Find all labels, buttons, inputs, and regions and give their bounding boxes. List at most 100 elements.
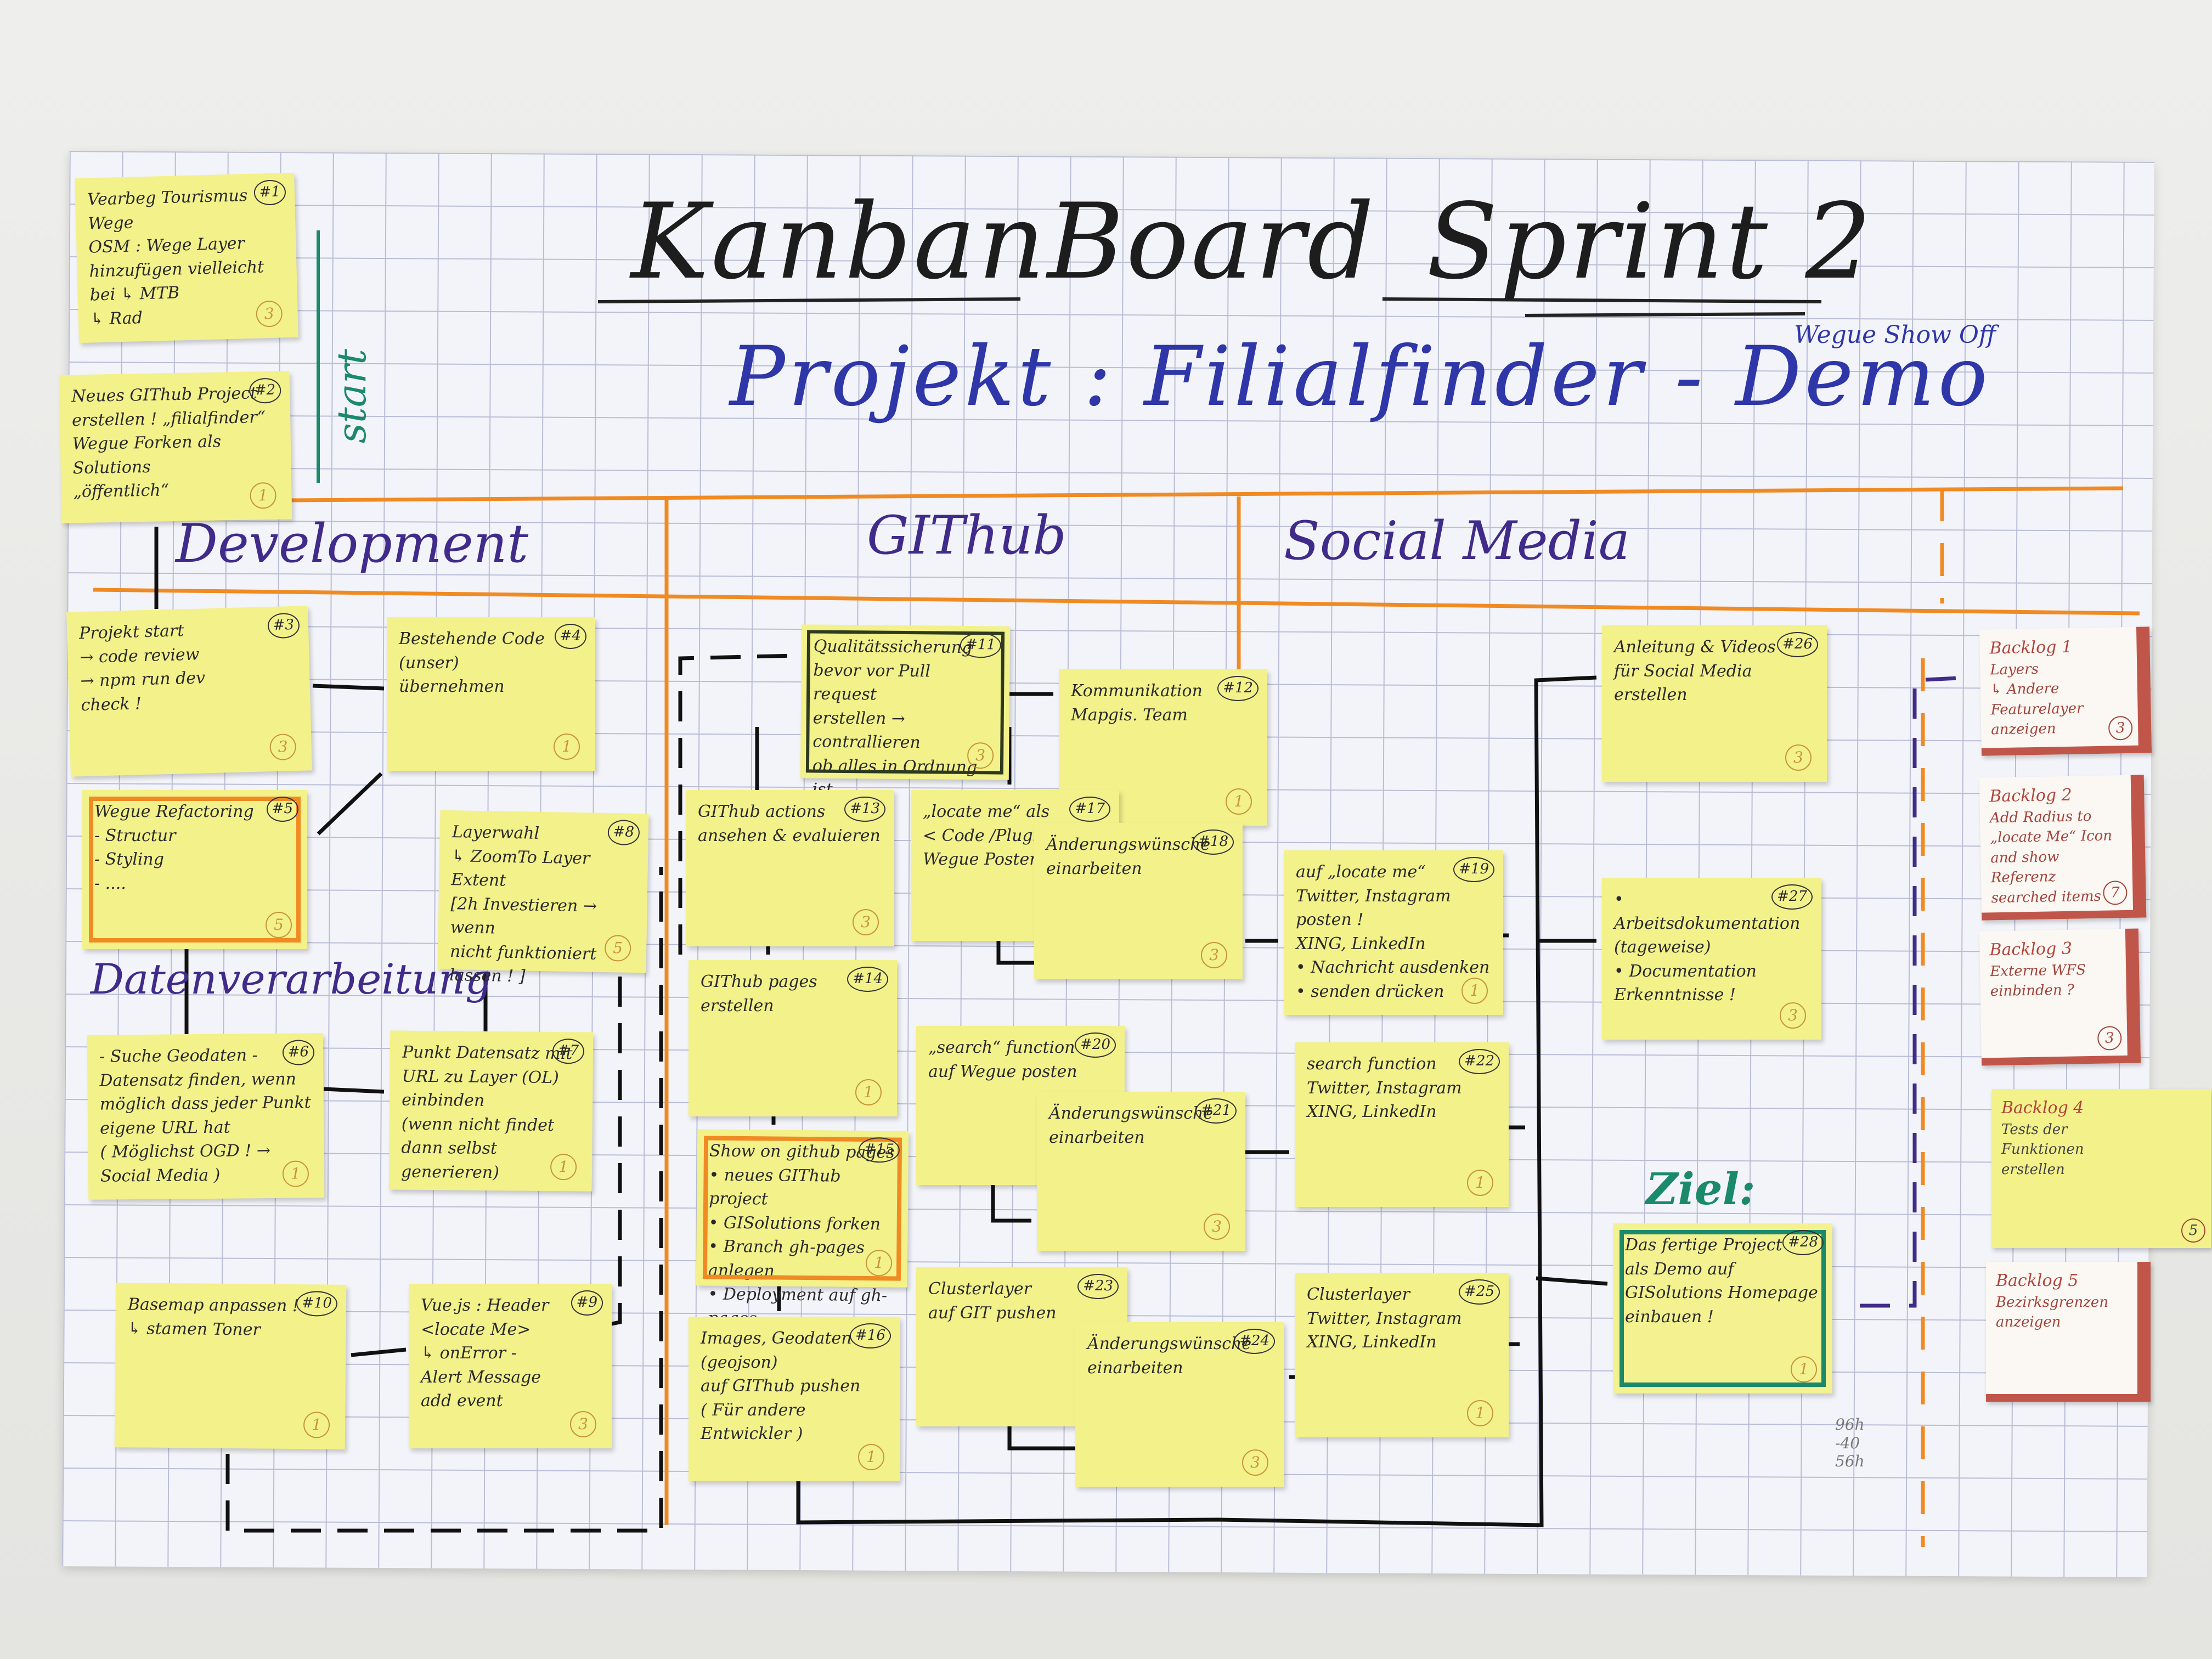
note-text: auf „locate me“ Twitter, Instagram poste…: [1296, 862, 1490, 1001]
note-number: #21: [1195, 1098, 1237, 1124]
note-text: Projekt start → code review → npm run de…: [78, 621, 206, 715]
arrow-19: [1007, 1415, 1075, 1451]
lane-datenverarbeitung: Datenverarbeitung: [91, 955, 492, 1003]
lane-development: Development: [176, 513, 529, 574]
note-text: Anleitung & Videos für Social Media erst…: [1614, 637, 1776, 704]
arrow-2: [312, 684, 385, 691]
note-number: #11: [960, 632, 1002, 658]
note-points: 1: [250, 482, 276, 509]
note-points: 1: [1791, 1356, 1817, 1383]
note-number: #2: [249, 377, 281, 404]
note-points: 1: [1462, 978, 1488, 1004]
sticky-note: #14 GIThub pages erstellen 1: [689, 960, 897, 1116]
note-number: #13: [844, 797, 885, 822]
note-number: #25: [1459, 1279, 1500, 1305]
arrow-5: [323, 1087, 385, 1094]
note-text: „locate me“ als < Code /Plugin > auf Weg…: [923, 802, 1099, 869]
backlog-title: Backlog 3: [1989, 939, 2073, 960]
note-number: #23: [1077, 1274, 1119, 1299]
note-points: 1: [282, 1160, 309, 1187]
note-points: 3: [853, 909, 879, 935]
note-text: GIThub actions ansehen & evaluieren: [698, 802, 881, 845]
note-number: #19: [1453, 857, 1494, 882]
arrow-18: [991, 1180, 1031, 1223]
note-number: #6: [282, 1040, 315, 1065]
backlog-title: Backlog 4: [2001, 1098, 2084, 1118]
backlog-title: Backlog 1: [1989, 637, 2073, 658]
note-points: 3: [570, 1411, 596, 1437]
backlog-text: Bezirksgrenzen anzeigen: [1996, 1294, 2109, 1331]
note-number: #17: [1069, 797, 1110, 822]
note-points: 1: [1467, 1170, 1493, 1196]
note-number: #27: [1771, 884, 1813, 910]
backlog-text: Externe WFS einbinden ?: [1989, 962, 2086, 1000]
note-number: #8: [607, 820, 640, 845]
lane-github: GIThub: [867, 505, 1066, 566]
note-points: 3: [1201, 942, 1227, 968]
note-text: Clusterlayer auf GIT pushen: [928, 1279, 1057, 1323]
note-text: Vue.js : Header <locate Me> ↳ onError - …: [421, 1296, 549, 1410]
goal-label: Ziel:: [1646, 1163, 1756, 1215]
backlog-points: 3: [2097, 1026, 2122, 1051]
note-points: 5: [266, 912, 292, 938]
arrow-23: [796, 675, 1597, 1527]
note-text: Qualitätssicherung bevor vor Pull reques…: [812, 636, 978, 799]
arrow-10: [678, 653, 796, 955]
note-number: #22: [1459, 1049, 1500, 1074]
note-text: - Suche Geodaten - Datensatz finden, wen…: [99, 1046, 311, 1186]
project-title: Projekt : Filialfinder - Demo: [730, 329, 1991, 425]
note-number: #16: [850, 1323, 891, 1348]
arrow-7: [351, 1347, 407, 1357]
lane-divider-3: [1921, 488, 1944, 1547]
backlog-dashed-line: [1860, 675, 1970, 1308]
note-text: Images, Geodaten (geojson) auf GIThub pu…: [701, 1329, 861, 1443]
lane-bottom-line: [93, 588, 2140, 616]
note-text: Kommunikation Mapgis. Team: [1071, 681, 1203, 725]
note-points: 3: [269, 733, 297, 761]
note-number: #18: [1193, 830, 1234, 855]
note-text: Änderungswünsche einarbeiten: [1087, 1334, 1252, 1378]
note-number: #14: [847, 967, 888, 992]
arrow-9: [225, 867, 663, 1533]
note-text: „search“ function auf Wegue posten: [928, 1038, 1077, 1081]
note-text: Das fertige Project als Demo auf GISolut…: [1625, 1235, 1818, 1327]
arrow-25: [1536, 1276, 1608, 1286]
note-number: #15: [858, 1137, 900, 1163]
note-points: 3: [1204, 1214, 1230, 1240]
note-text: Bestehende Code (unser) übernehmen: [399, 629, 545, 696]
note-points: 3: [1785, 744, 1812, 771]
backlog-title: Backlog 2: [1989, 785, 2073, 806]
note-points: 1: [550, 1153, 577, 1181]
sprint-title: Sprint 2: [1426, 181, 1874, 302]
sprint-underline: [1382, 297, 1822, 317]
start-label: start: [329, 348, 375, 444]
note-number: #20: [1075, 1032, 1116, 1058]
note-number: #10: [296, 1291, 338, 1317]
note-text: Änderungswünsche einarbeiten: [1049, 1104, 1214, 1147]
note-points: 1: [855, 1079, 882, 1105]
note-points: 1: [858, 1444, 884, 1470]
note-number: #12: [1217, 676, 1259, 701]
note-points: 1: [554, 733, 580, 760]
note-text: Show on github pages • neues GIThub proj…: [708, 1141, 895, 1328]
note-text: Layerwahl ↳ ZoomTo Layer Extent [2h Inve…: [449, 822, 597, 986]
note-number: #28: [1782, 1230, 1824, 1255]
board-title: KanbanBoard: [631, 181, 1376, 302]
note-text: GIThub pages erstellen: [701, 972, 817, 1015]
note-points: 3: [967, 742, 994, 769]
